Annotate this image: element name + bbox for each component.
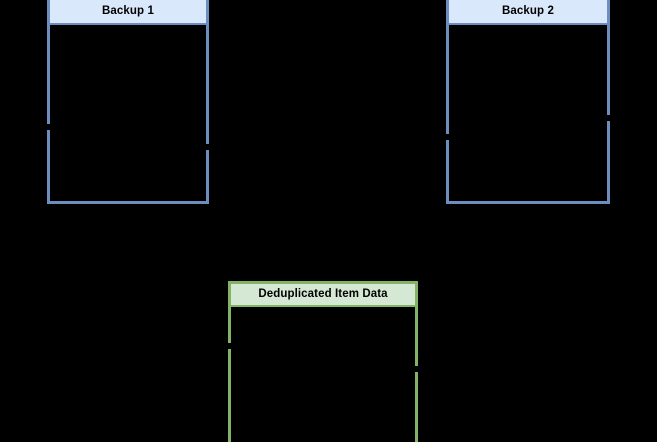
node-backup-1[interactable]: Backup 1 [46,0,210,204]
node-deduplicated-item-data-title: Deduplicated Item Data [258,287,388,300]
node-backup-2-body [449,25,607,201]
node-deduplicated-item-data-body [231,307,415,442]
node-deduplicated-item-data-anchor-left[interactable] [227,343,232,349]
node-backup-1-anchor-left[interactable] [46,124,51,130]
node-backup-1-body [50,25,206,201]
node-deduplicated-item-data[interactable]: Deduplicated Item Data [227,281,419,442]
node-backup-1-anchor-right[interactable] [205,144,210,150]
node-backup-2-anchor-left[interactable] [445,134,450,140]
node-backup-1-title: Backup 1 [102,4,154,17]
node-backup-2[interactable]: Backup 2 [445,0,611,204]
node-backup-2-anchor-right[interactable] [606,115,611,121]
node-deduplicated-item-data-anchor-right[interactable] [414,366,419,372]
node-backup-2-header: Backup 2 [449,0,607,25]
node-backup-1-header: Backup 1 [50,0,206,25]
node-backup-2-title: Backup 2 [502,4,554,17]
node-deduplicated-item-data-header: Deduplicated Item Data [231,284,415,307]
